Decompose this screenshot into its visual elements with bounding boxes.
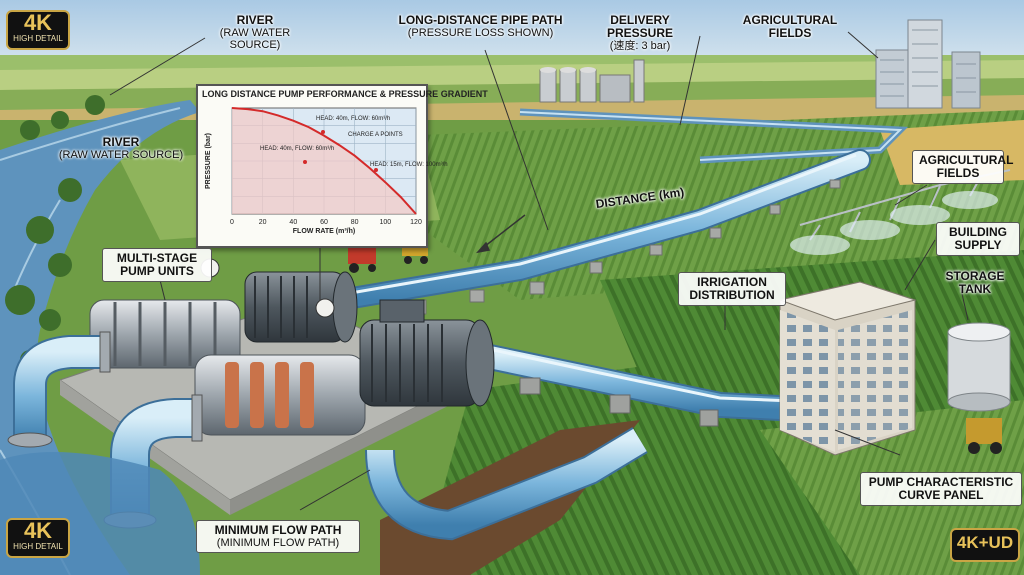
x-tick-label: 100 (379, 219, 391, 226)
pump-curve-panel: LONG DISTANCE PUMP PERFORMANCE & PRESSUR… (196, 84, 488, 248)
x-tick-label: 40 (289, 219, 297, 226)
curve-point-marker (303, 160, 307, 164)
curve-point-marker (321, 130, 325, 134)
building-supply-label: BUILDING SUPPLY (936, 222, 1020, 257)
chart-title: LONG DISTANCE PUMP PERFORMANCE & PRESSUR… (202, 89, 488, 99)
irrigation-distribution-label: IRRIGATION DISTRIBUTION (678, 272, 786, 307)
badge-4k-ud: 4K+UD (950, 528, 1020, 562)
multi-stage-pump-label: MULTI-STAGE PUMP UNITS (102, 248, 212, 283)
pump-curve-line (231, 107, 417, 215)
agricultural-fields-label-top: AGRICULTURAL FIELDS (742, 13, 838, 41)
chart-annotation: HEAD: 40m, FLOW: 60m³/h (260, 146, 334, 152)
badge-4k-bottom-left: 4K HIGH DETAIL (6, 518, 70, 558)
x-tick-label: 120 (410, 219, 422, 226)
chart-annotation: CHARGE A POINTS (348, 132, 403, 138)
storage-tank-label: STORAGE TANK (945, 269, 1005, 297)
river-label-mid: RIVER (RAW WATER SOURCE) (58, 135, 184, 162)
curve-fill (232, 108, 416, 214)
river-label-top: RIVER (RAW WATER SOURCE) (219, 13, 291, 52)
badge-4k-top-left: 4K HIGH DETAIL (6, 10, 70, 50)
x-tick-label: 0 (230, 219, 234, 226)
chart-annotation: HEAD: 15m, FLOW: 100m³/h (370, 162, 448, 168)
delivery-pressure-label: DELIVERY PRESSURE (速度: 3 bar) (606, 13, 674, 53)
curve-point-marker (374, 168, 378, 172)
x-tick-label: 20 (259, 219, 267, 226)
agricultural-fields-label-right: AGRICULTURAL FIELDS (912, 150, 1013, 185)
x-tick-label: 60 (320, 219, 328, 226)
curve-panel-label: PUMP CHARACTERISTIC CURVE PANEL (860, 472, 1022, 507)
chart-annotation: HEAD: 40m, FLOW: 60m³/h (316, 116, 390, 122)
pipe-path-label: LONG-DISTANCE PIPE PATH (PRESSURE LOSS S… (398, 13, 563, 40)
x-axis-label: FLOW RATE (m³/h) (293, 228, 355, 235)
minimum-flow-label: MINIMUM FLOW PATH (MINIMUM FLOW PATH) (196, 520, 360, 554)
y-axis-label: PRESSURE (bar) (205, 133, 212, 189)
x-tick-label: 80 (351, 219, 359, 226)
